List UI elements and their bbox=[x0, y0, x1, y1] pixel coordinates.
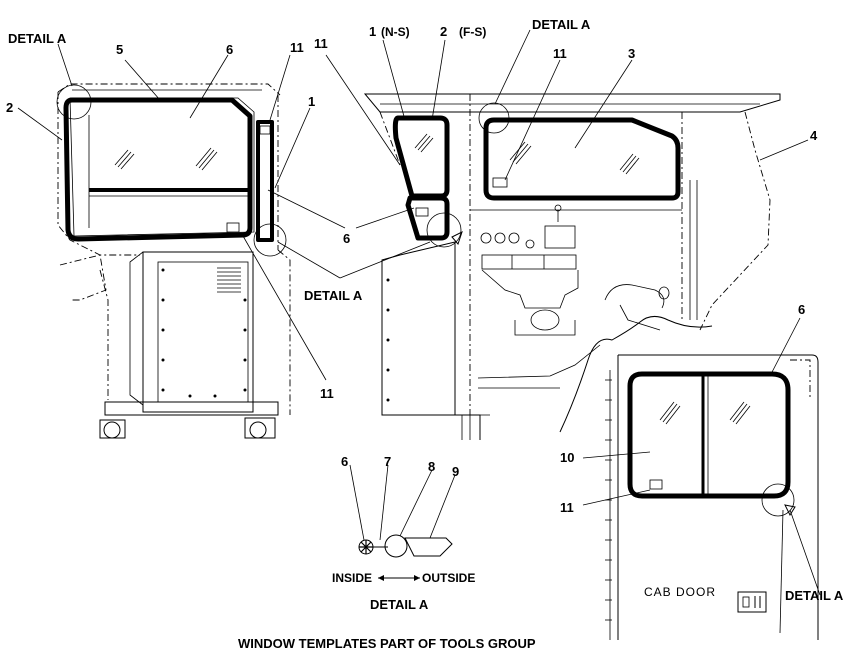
outside-label: OUTSIDE bbox=[422, 571, 475, 585]
label-11-e: 11 bbox=[560, 500, 574, 515]
label-5: 5 bbox=[116, 42, 123, 57]
label-2-left: 2 bbox=[6, 100, 13, 115]
front-window-seal bbox=[63, 97, 253, 242]
label-3: 3 bbox=[628, 46, 635, 61]
detail-a-label-top-left: DETAIL A bbox=[8, 31, 67, 46]
label-6-right: 6 bbox=[798, 302, 805, 317]
glass-hatch-rear bbox=[509, 141, 640, 175]
cab-door-window-seal bbox=[627, 371, 791, 499]
label-11-a: 11 bbox=[290, 40, 304, 55]
rivets-left bbox=[161, 268, 247, 398]
door-lower-window-seal bbox=[405, 195, 450, 241]
break-line bbox=[559, 316, 713, 433]
detail-a-label-center: DETAIL A bbox=[304, 288, 363, 303]
door-handle bbox=[737, 591, 767, 613]
label-7: 7 bbox=[384, 454, 391, 469]
glass-hatch-door-right bbox=[659, 401, 751, 425]
page-title: WINDOW TEMPLATES PART OF TOOLS GROUP bbox=[238, 636, 536, 651]
rivets-mid bbox=[386, 278, 390, 402]
edge-ticks bbox=[605, 379, 612, 621]
middle-cab-view bbox=[363, 93, 781, 440]
vent-grille bbox=[217, 267, 241, 293]
detail-a-circle-3 bbox=[426, 212, 462, 248]
detail-a-circle-2 bbox=[253, 223, 287, 257]
label-11-b: 11 bbox=[314, 36, 328, 51]
label-11-d: 11 bbox=[320, 386, 334, 401]
side-window-seal bbox=[256, 120, 274, 242]
label-1-ns-num: 1 bbox=[369, 24, 376, 39]
glass-hatch-left bbox=[114, 147, 218, 171]
inside-label: INSIDE bbox=[332, 571, 372, 585]
label-ns: (N-S) bbox=[381, 25, 410, 39]
labels: DETAIL A 2 5 6 11 1 11 1 (N-S) 2 (F-S) D… bbox=[6, 17, 844, 651]
detail-a-circle-1 bbox=[56, 84, 92, 120]
detail-a-caption: DETAIL A bbox=[370, 597, 429, 612]
cab-door-view bbox=[605, 354, 819, 640]
label-1: 1 bbox=[308, 94, 315, 109]
label-6-detail: 6 bbox=[341, 454, 348, 469]
label-6-top: 6 bbox=[226, 42, 233, 57]
detail-a-section bbox=[358, 534, 453, 581]
detail-a-circle-5 bbox=[761, 483, 795, 517]
cab-door-label: CAB DOOR bbox=[644, 585, 716, 599]
left-cab-view bbox=[56, 83, 291, 439]
label-6-mid: 6 bbox=[343, 231, 350, 246]
glass-hatch-door bbox=[414, 133, 434, 153]
label-8: 8 bbox=[428, 459, 435, 474]
rear-window-seal bbox=[483, 117, 681, 201]
label-4: 4 bbox=[810, 128, 818, 143]
label-fs: (F-S) bbox=[459, 25, 486, 39]
label-9: 9 bbox=[452, 464, 459, 479]
template-tag-left bbox=[226, 222, 240, 233]
door-window-seal bbox=[392, 115, 450, 199]
detail-a-label-top-mid: DETAIL A bbox=[532, 17, 591, 32]
label-11-c: 11 bbox=[553, 46, 567, 61]
label-2-fs-num: 2 bbox=[440, 24, 447, 39]
label-10: 10 bbox=[560, 450, 574, 465]
detail-a-label-bottom-right: DETAIL A bbox=[785, 588, 844, 603]
detail-a-circle-4 bbox=[478, 102, 510, 134]
control-panel bbox=[480, 204, 579, 336]
leader-lines bbox=[17, 29, 821, 634]
